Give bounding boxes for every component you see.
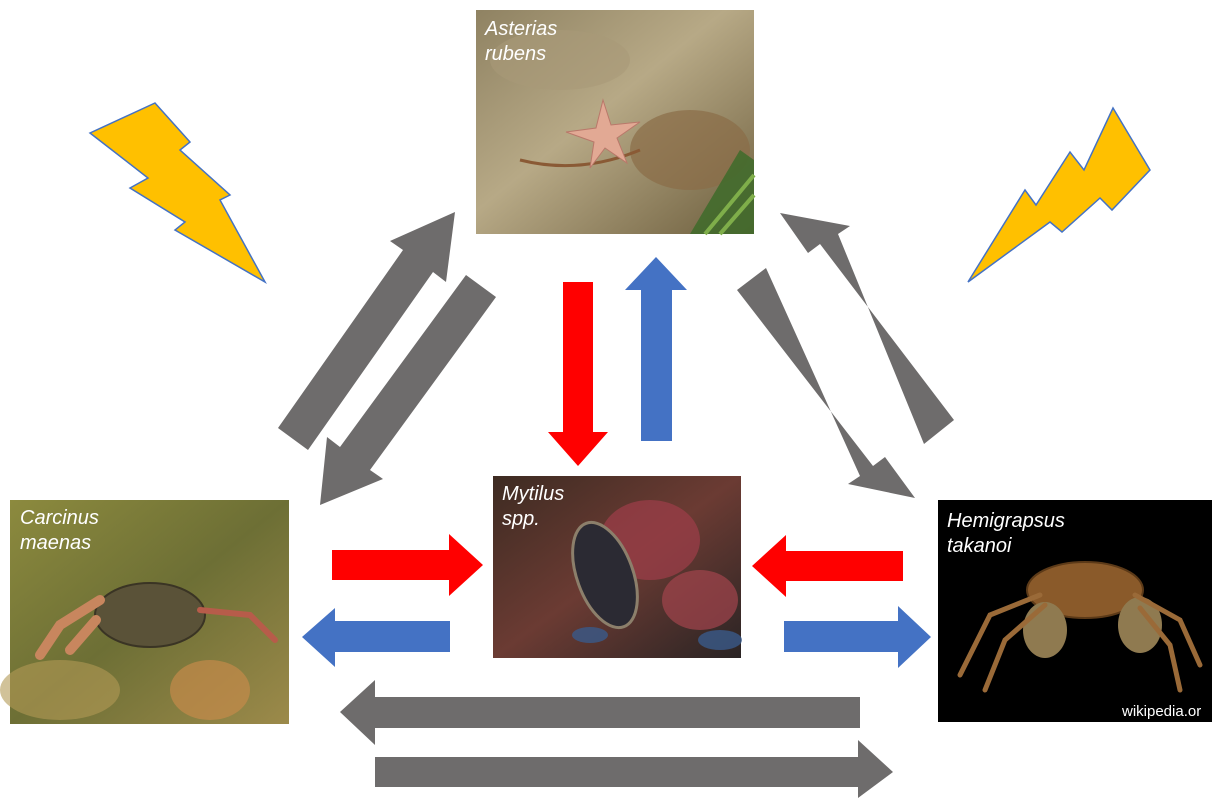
label-hemigrapsus-line1: Hemigrapsus (947, 510, 1065, 532)
arrow-carcinus-to-hemigrapsus (375, 740, 893, 798)
arrow-carcinus-to-mytilus (332, 534, 483, 596)
photo-carcinus-maenas: Carcinus maenas (0, 500, 289, 724)
lightning-bolt-icon-right (968, 108, 1150, 282)
label-carcinus-line2: maenas (20, 532, 91, 554)
photo-mytilus: Mytilus spp. (493, 476, 742, 658)
arrow-asterias-to-mytilus (548, 282, 608, 466)
photo-hemigrapsus-takanoi: Hemigrapsus takanoi wikipedia.or (938, 500, 1212, 722)
arrow-asterias-to-hemigrapsus (737, 268, 915, 498)
label-asterias-line1: Asterias (484, 18, 557, 40)
arrow-hemigrapsus-to-mytilus (752, 535, 903, 597)
label-mytilus-line2: spp. (502, 508, 540, 530)
photo-asterias-rubens: Asterias rubens (476, 10, 754, 234)
crab-carapace (95, 583, 205, 647)
arrow-hemigrapsus-to-asterias (780, 213, 954, 444)
arrow-mytilus-to-asterias (625, 257, 687, 441)
label-mytilus-line1: Mytilus (502, 483, 564, 505)
image-credit: wikipedia.or (1121, 703, 1201, 720)
label-asterias-line2: rubens (485, 43, 546, 65)
arrow-mytilus-to-carcinus (302, 608, 450, 667)
label-hemigrapsus-line2: takanoi (947, 535, 1012, 557)
label-carcinus-line1: Carcinus (20, 507, 99, 529)
arrow-hemigrapsus-to-carcinus (340, 680, 860, 745)
arrow-mytilus-to-hemigrapsus (784, 606, 931, 668)
lightning-bolt-icon-left (90, 103, 265, 282)
